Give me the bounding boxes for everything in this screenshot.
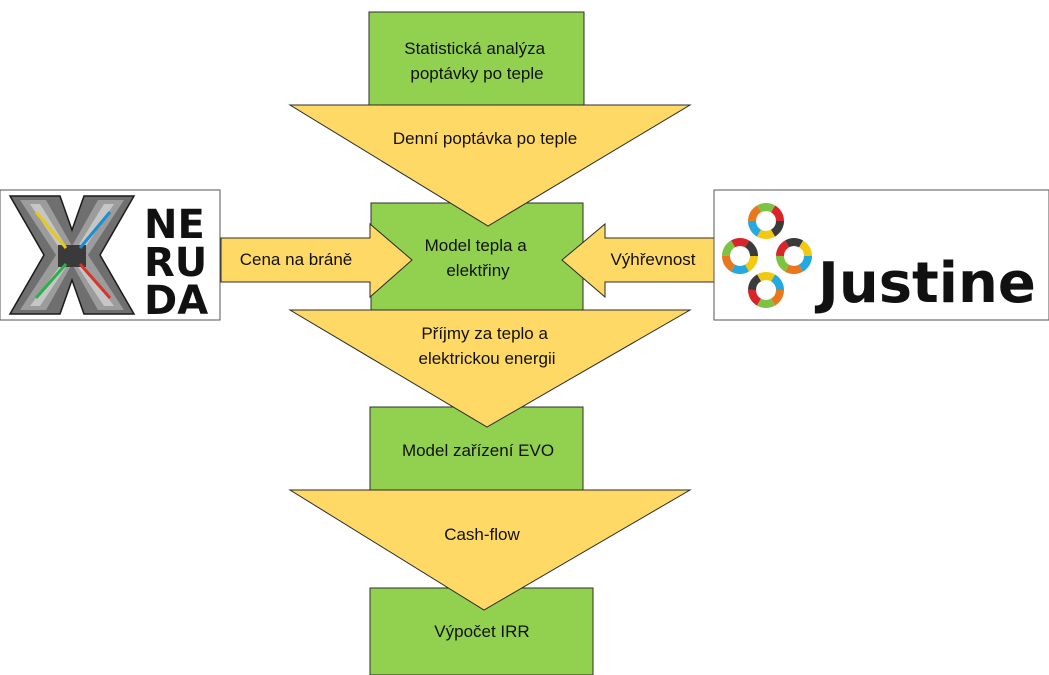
arrow-daily-demand <box>288 104 692 227</box>
arrow-revenues <box>288 309 692 428</box>
arrow-calorific-value <box>561 222 715 299</box>
arrow-gate-price <box>220 222 413 299</box>
justine-ring-icon <box>748 203 784 239</box>
label-gate-price: Cena na bráně <box>240 250 352 269</box>
justine-ring-segment <box>722 238 758 274</box>
box-statistical-analysis <box>368 11 585 113</box>
label-irr: Výpočet IRR <box>434 622 529 641</box>
justine-ring-segment <box>748 272 784 308</box>
justine-ring-segment <box>748 272 784 308</box>
label-evo-model: Model zařízení EVO <box>402 441 554 460</box>
justine-wordmark: Justine <box>814 251 1036 316</box>
justine-ring-icon <box>748 272 784 308</box>
justine-ring-segment <box>748 203 784 239</box>
label-revenues: Příjmy za teplo a elektrickou energii <box>418 324 555 368</box>
justine-ring-segment <box>776 238 812 274</box>
justine-ring-segment <box>748 272 784 308</box>
justine-ring-segment <box>722 238 758 274</box>
label-statistical-analysis: Statistická analýza poptávky po teple <box>404 39 550 83</box>
justine-ring-segment <box>748 203 784 239</box>
neruda-wordmark-row-2: RU <box>144 240 207 286</box>
label-cash-flow: Cash-flow <box>444 525 520 544</box>
justine-ring-segment <box>748 203 784 239</box>
justine-ring-segment <box>776 238 812 274</box>
justine-ring-segment <box>722 238 758 274</box>
justine-logo: Justine <box>713 189 1049 321</box>
neruda-wordmark-row-1: NE <box>144 202 205 248</box>
neruda-wordmark-row-3: DA <box>144 278 208 324</box>
justine-ring-icons <box>722 203 812 308</box>
justine-ring-segment <box>748 272 784 308</box>
label-heat-power-model: Model tepla a elektřiny <box>425 236 532 280</box>
justine-ring-segment <box>776 238 812 274</box>
justine-ring-icon <box>722 238 758 274</box>
label-calorific-value: Výhřevnost <box>610 250 695 269</box>
neruda-logo: NE RU DA <box>0 189 221 324</box>
neruda-x-mark <box>8 195 136 315</box>
justine-ring-segment <box>722 238 758 274</box>
justine-ring-segment <box>748 203 784 239</box>
label-daily-demand: Denní poptávka po teple <box>393 129 577 148</box>
justine-ring-segment <box>776 238 812 274</box>
arrow-cash-flow <box>288 489 692 611</box>
justine-ring-icon <box>776 238 812 274</box>
